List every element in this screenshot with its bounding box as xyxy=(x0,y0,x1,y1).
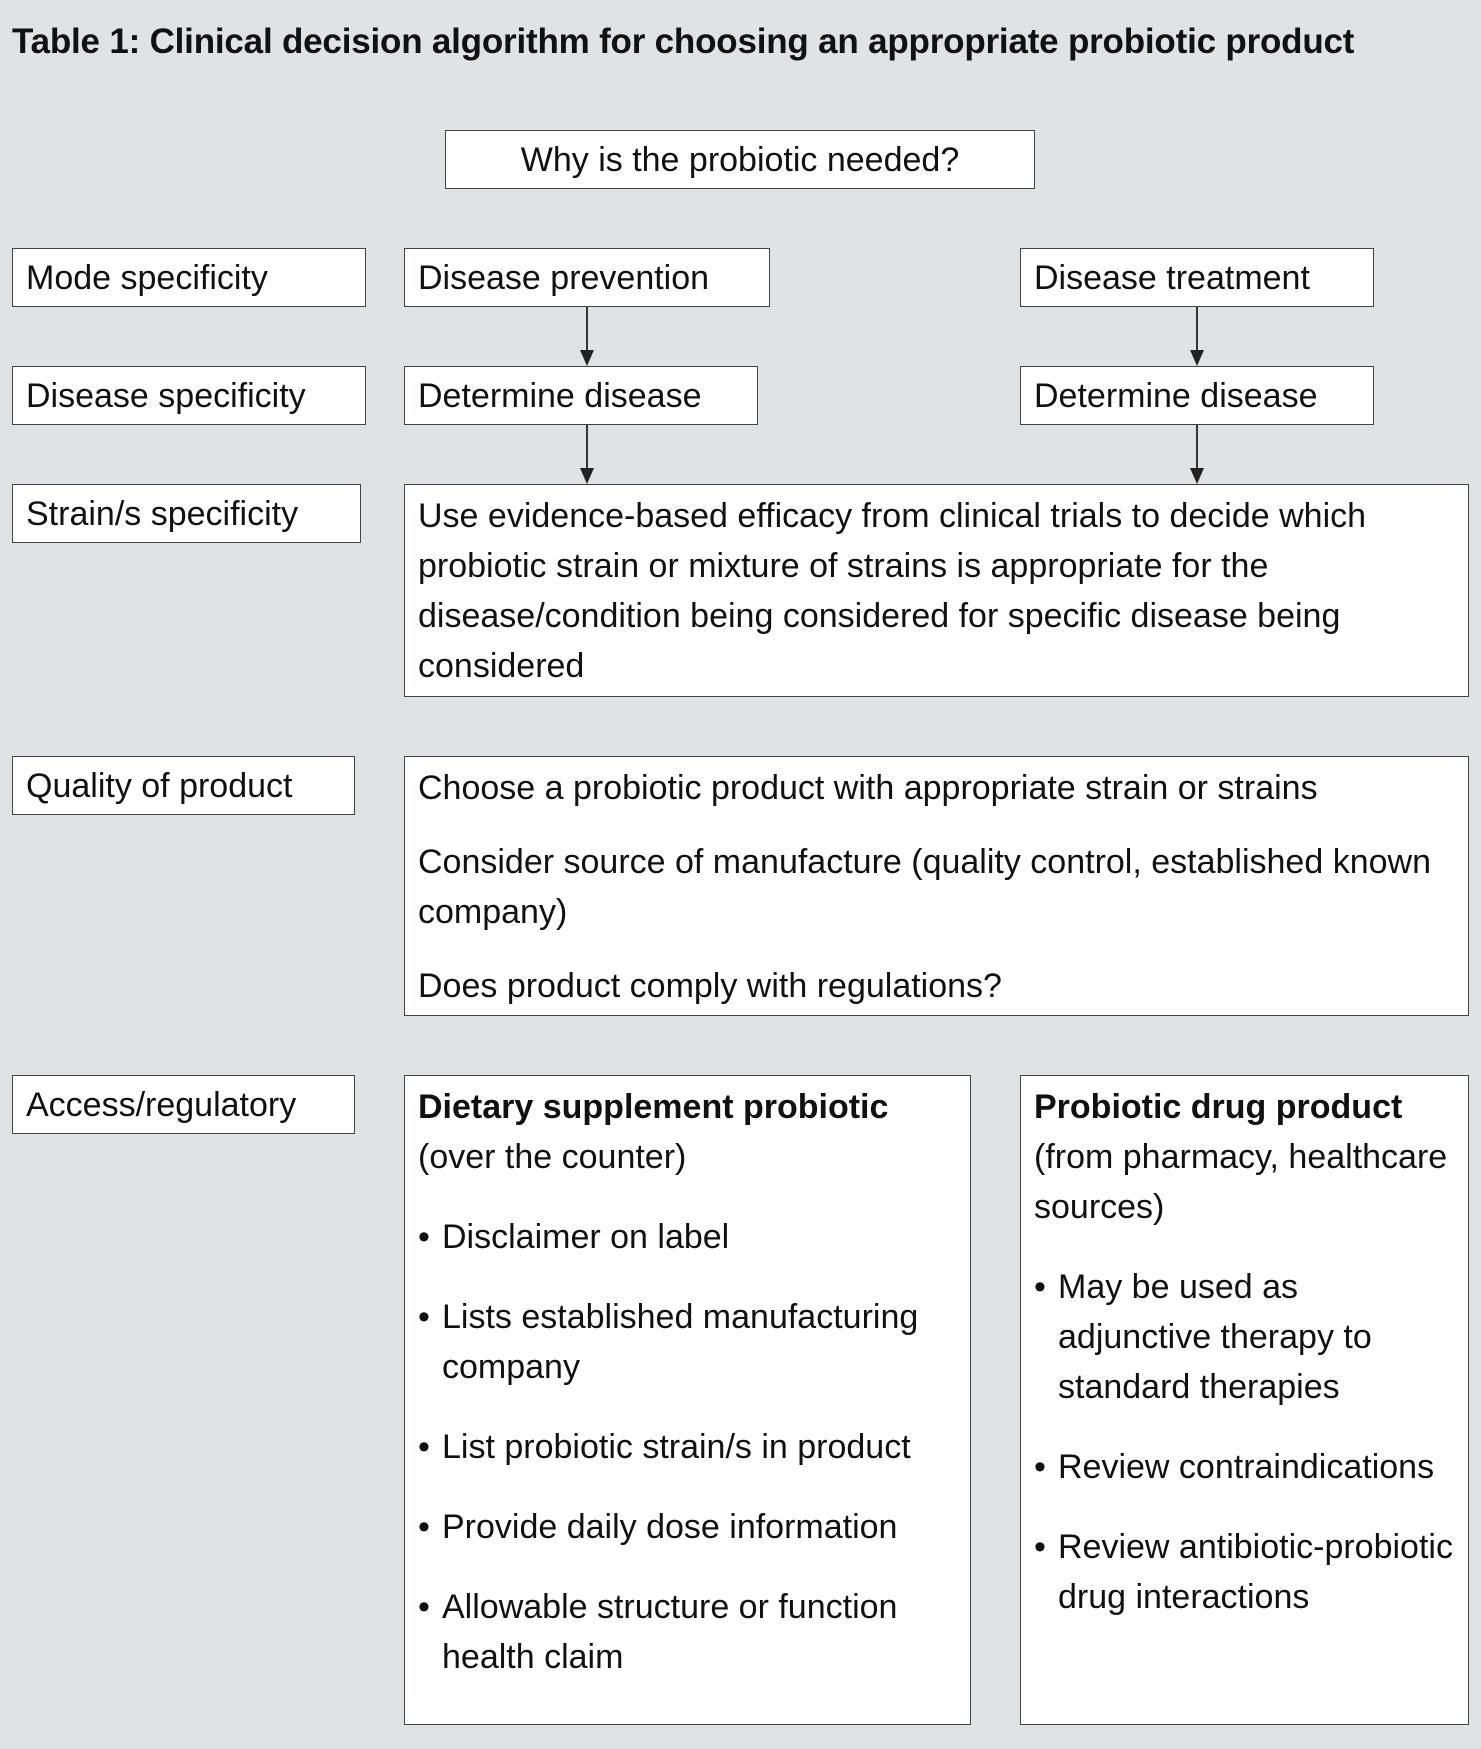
arrow-disease-right-to-strain xyxy=(1190,425,1204,484)
drug-bullet-list: May be used as adjunctive therapy to sta… xyxy=(1034,1262,1455,1622)
arrow-disease-left-to-strain xyxy=(580,425,594,484)
supplement-subheading: (over the counter) xyxy=(418,1138,687,1176)
row-label-mode: Mode specificity xyxy=(12,248,366,307)
list-item: Review antibiotic-probiotic drug interac… xyxy=(1034,1522,1455,1622)
supplement-bullet-list: Disclaimer on label Lists established ma… xyxy=(418,1212,957,1682)
row-label-quality: Quality of product xyxy=(12,756,355,815)
quality-of-product-box: Choose a probiotic product with appropri… xyxy=(404,756,1469,1016)
list-item: Lists established manufacturing company xyxy=(418,1292,957,1392)
list-item: Provide daily dose information xyxy=(418,1502,957,1552)
arrow-treatment-to-disease xyxy=(1190,307,1204,366)
probiotic-drug-box: Probiotic drug product (from pharmacy, h… xyxy=(1020,1075,1469,1725)
row-label-disease: Disease specificity xyxy=(12,366,366,425)
table-title: Table 1: Clinical decision algorithm for… xyxy=(12,22,1355,61)
list-item: Allowable structure or function health c… xyxy=(418,1582,957,1682)
list-item: Review contraindications xyxy=(1034,1442,1455,1492)
list-item: May be used as adjunctive therapy to sta… xyxy=(1034,1262,1455,1412)
strain-specificity-box: Use evidence-based efficacy from clinica… xyxy=(404,484,1469,697)
quality-item: Choose a probiotic product with appropri… xyxy=(418,769,1318,807)
list-item: Disclaimer on label xyxy=(418,1212,957,1262)
drug-subheading: (from pharmacy, healthcare sources) xyxy=(1034,1138,1448,1226)
list-item: List probiotic strain/s in product xyxy=(418,1422,957,1472)
quality-item: Does product comply with regulations? xyxy=(418,967,1002,1005)
determine-disease-right-box: Determine disease xyxy=(1020,366,1374,425)
strain-text: Use evidence-based efficacy from clinica… xyxy=(418,497,1367,685)
row-label-strain: Strain/s specificity xyxy=(12,484,361,543)
determine-disease-left-box: Determine disease xyxy=(404,366,758,425)
arrow-prevention-to-disease xyxy=(580,307,594,366)
disease-treatment-box: Disease treatment xyxy=(1020,248,1374,307)
supplement-heading: Dietary supplement probiotic xyxy=(418,1088,889,1126)
root-question-box: Why is the probiotic needed? xyxy=(445,130,1035,189)
disease-prevention-box: Disease prevention xyxy=(404,248,770,307)
quality-item: Consider source of manufacture (quality … xyxy=(418,843,1431,931)
dietary-supplement-box: Dietary supplement probiotic (over the c… xyxy=(404,1075,971,1725)
drug-heading: Probiotic drug product xyxy=(1034,1088,1403,1126)
row-label-access: Access/regulatory xyxy=(12,1075,355,1134)
